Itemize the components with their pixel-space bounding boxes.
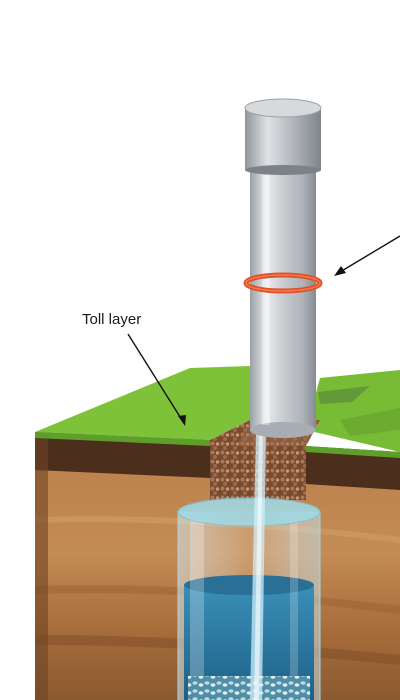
toll-layer-label: Toll layer: [82, 311, 142, 328]
water-stream: [250, 430, 266, 700]
grass-top: [35, 366, 400, 458]
water-well: [177, 497, 321, 700]
seal-ring: [243, 272, 323, 294]
callout-arrow-ring: [334, 235, 400, 276]
metal-pipe: [244, 98, 322, 438]
callout-arrow-toll-layer: [127, 333, 186, 426]
